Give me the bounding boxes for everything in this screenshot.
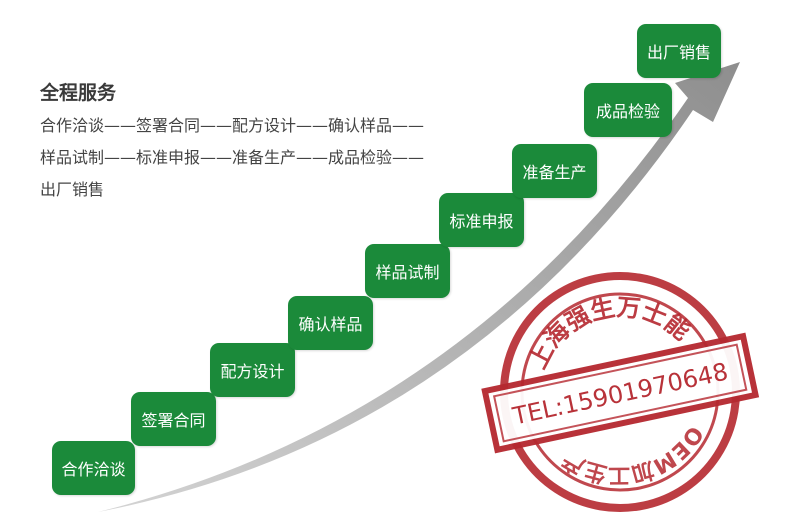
- step-product-inspection: 成品检验: [584, 83, 672, 137]
- service-heading: 全程服务: [40, 82, 117, 104]
- step-standard-filing: 标准申报: [439, 193, 524, 247]
- step-prepare-production: 准备生产: [512, 144, 597, 198]
- service-description: 合作洽谈——签署合同——配方设计——确认样品——样品试制——标准申报——准备生产…: [40, 116, 425, 199]
- step-factory-sales: 出厂销售: [637, 24, 721, 78]
- company-seal-stamp: 上海强生万士能 TEL:15901970648 OEM加工生产: [481, 272, 760, 512]
- step-cooperation-talk: 合作洽谈: [52, 441, 135, 495]
- step-confirm-sample: 确认样品: [288, 296, 373, 350]
- step-sample-trial: 样品试制: [365, 244, 450, 298]
- step-sign-contract: 签署合同: [131, 392, 216, 446]
- step-formula-design: 配方设计: [210, 343, 295, 397]
